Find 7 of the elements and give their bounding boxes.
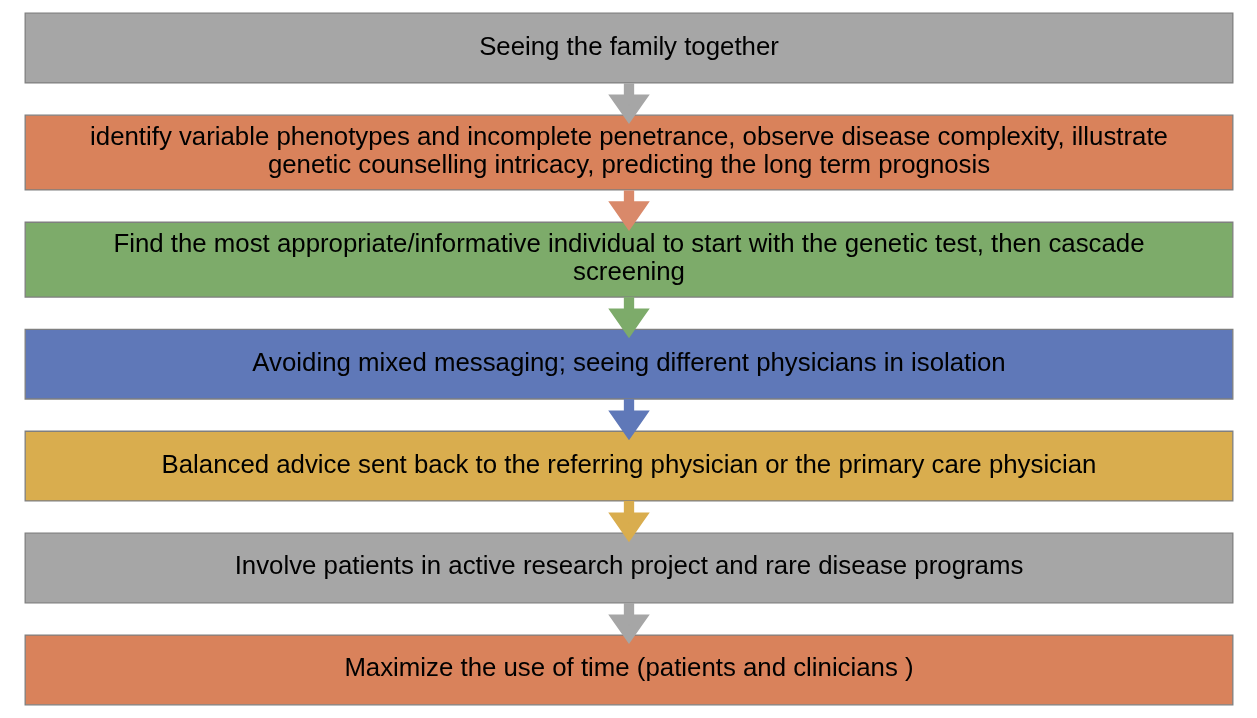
- node-box: Find the most appropriate/informative individual to start with the genetic test, then cascade screening: [24, 221, 1233, 298]
- node-box: Involve patients in active research project and rare disease programs: [24, 532, 1233, 604]
- node-box: Maximize the use of time (patients and clinicians ): [24, 634, 1233, 706]
- node-box: identify variable phenotypes and incomplete penetrance, observe disease complexity, illustrate genetic counselling intricacy, predicting the long term prognosis: [24, 114, 1233, 191]
- node-box: Avoiding mixed messaging; seeing different physicians in isolation: [24, 328, 1233, 400]
- node-box: Seeing the family together: [24, 12, 1233, 84]
- node-box: Balanced advice sent back to the referring physician or the primary care physician: [24, 430, 1233, 502]
